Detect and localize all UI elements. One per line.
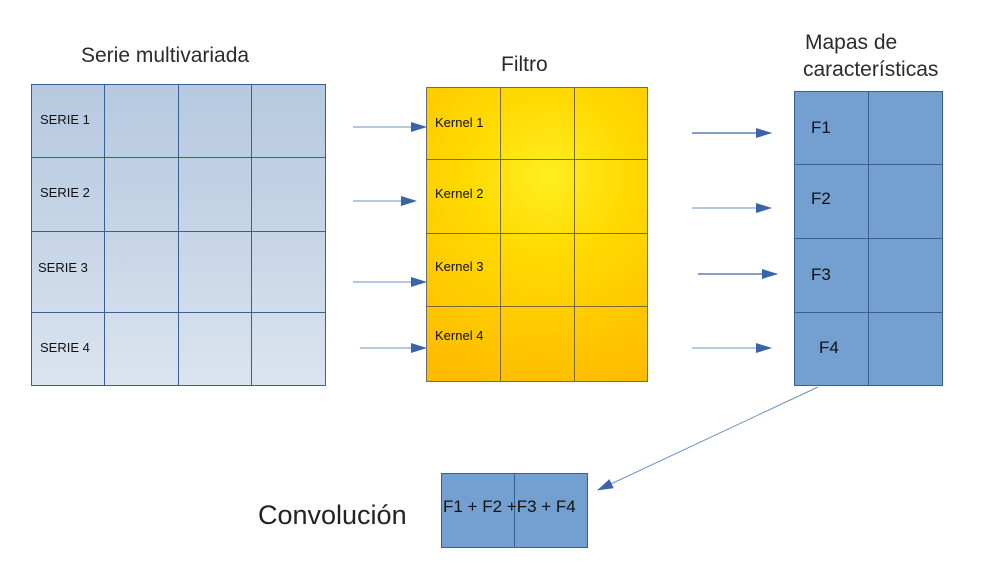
- maps-title-line2: características: [803, 58, 939, 81]
- kernel-label: Kernel 4: [435, 328, 484, 343]
- feature-label: F4: [819, 338, 839, 357]
- series-title: Serie multivariada: [81, 44, 250, 67]
- kernel-label: Kernel 3: [435, 259, 484, 274]
- feature-maps-grid: F1 F2 F3 F4: [794, 91, 943, 386]
- series-cell: [179, 232, 252, 313]
- kernel-label: Kernel 1: [435, 115, 484, 130]
- kernel-cell: [501, 234, 575, 307]
- series-cell: SERIE 1: [32, 85, 105, 158]
- kernel-cell: Kernel 1: [427, 88, 501, 160]
- series-grid: SERIE 1 SERIE 2 SERIE 3 SERIE 4: [31, 84, 326, 386]
- feature-cell: [869, 92, 942, 165]
- feature-cell: [869, 239, 942, 313]
- kernel-cell: [575, 160, 647, 234]
- kernel-cell: [501, 160, 575, 234]
- kernel-cell: [501, 307, 575, 381]
- series-label: SERIE 4: [40, 340, 90, 355]
- series-cell: SERIE 4: [32, 313, 105, 385]
- series-cell: [252, 85, 325, 158]
- kernel-cell: Kernel 2: [427, 160, 501, 234]
- feature-cell: F3: [795, 239, 869, 313]
- series-cell: [179, 313, 252, 385]
- series-cell: [105, 85, 179, 158]
- series-cell: [252, 158, 325, 232]
- series-cell: SERIE 2: [32, 158, 105, 232]
- series-cell: [105, 158, 179, 232]
- feature-cell: [869, 165, 942, 239]
- kernel-cell: [575, 234, 647, 307]
- feature-label: F3: [811, 265, 831, 284]
- series-label: SERIE 2: [40, 185, 90, 200]
- kernel-cell: [575, 88, 647, 160]
- series-cell: [105, 232, 179, 313]
- kernel-label: Kernel 2: [435, 186, 484, 201]
- kernel-cell: [501, 88, 575, 160]
- maps-title-line1: Mapas de: [805, 31, 898, 54]
- kernel-cell: Kernel 3: [427, 234, 501, 307]
- convolution-cell: [442, 474, 515, 547]
- arrow-maps-to-convolution: [597, 386, 819, 491]
- filter-title: Filtro: [501, 53, 548, 76]
- series-cell: [179, 85, 252, 158]
- filter-grid: Kernel 1 Kernel 2 Kernel 3 Kernel 4: [426, 87, 648, 382]
- feature-label: F1: [811, 118, 831, 137]
- series-cell: [252, 232, 325, 313]
- convolution-grid: [441, 473, 588, 548]
- series-cell: [105, 313, 179, 385]
- feature-label: F2: [811, 189, 831, 208]
- series-label: SERIE 1: [40, 112, 90, 127]
- kernel-cell: Kernel 4: [427, 307, 501, 381]
- convolution-sum-label: F1 + F2 +F3 + F4: [443, 497, 576, 516]
- series-label: SERIE 3: [38, 260, 88, 275]
- series-cell: SERIE 3: [32, 232, 105, 313]
- feature-cell: F1: [795, 92, 869, 165]
- feature-cell: F4: [795, 313, 869, 385]
- feature-cell: F2: [795, 165, 869, 239]
- convolution-title: Convolución: [258, 500, 407, 530]
- series-cell: [179, 158, 252, 232]
